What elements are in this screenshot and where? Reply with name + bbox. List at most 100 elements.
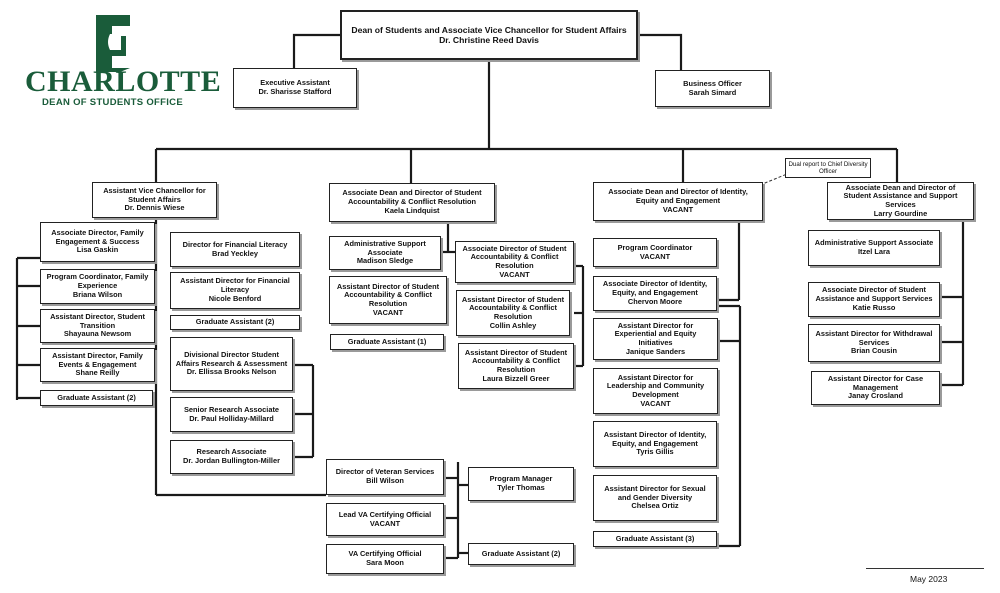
box-name: VACANT xyxy=(372,307,404,317)
program-coordinator-iee-box: Program Coordinator VACANT xyxy=(593,238,717,267)
dual-report-note: Dual report to Chief Diversity Officer xyxy=(785,158,871,178)
asst-dir-sacr-laura-box: Assistant Director of Student Accountabi… xyxy=(458,343,574,389)
box-title: Assistant Director for Withdrawal Servic… xyxy=(815,328,933,347)
financial-literacy-director-box: Director for Financial Literacy Brad Yec… xyxy=(170,232,300,267)
box-title: Assistant Director for Experiential and … xyxy=(614,320,697,347)
research-associate-box: Research Associate Dr. Jordan Bullington… xyxy=(170,440,293,474)
box-name: Brian Cousin xyxy=(851,346,897,356)
box-name: Itzel Lara xyxy=(857,247,891,256)
box-name: Larry Gourdine xyxy=(873,208,928,218)
graduate-assistant-sacr-box: Graduate Assistant (1) xyxy=(330,334,444,350)
box-title: Associate Dean and Director of Student A… xyxy=(342,188,482,207)
lead-va-box: Lead VA Certifying Official VACANT xyxy=(326,503,444,536)
date-rule xyxy=(866,568,984,569)
box-name: Dr. Dennis Wiese xyxy=(124,203,185,213)
box-title: Assistant Director of Student Accountabi… xyxy=(336,281,440,308)
asst-dir-experiential-box: Assistant Director for Experiential and … xyxy=(593,318,718,360)
financial-literacy-assistant-box: Assistant Director for Financial Literac… xyxy=(170,272,300,309)
asst-dir-sacr-vacant-box: Assistant Director of Student Accountabi… xyxy=(329,276,447,324)
box-title: Divisional Director Student Affairs Rese… xyxy=(175,349,288,368)
box-title: Associate Dean and Director of Identity,… xyxy=(608,187,748,206)
box-name: Collin Ashley xyxy=(489,320,537,330)
box-name: Shayauna Newsom xyxy=(63,329,132,339)
box-title: Associate Dean and Director of Student A… xyxy=(843,182,958,209)
box-name: VACANT xyxy=(662,204,694,214)
box-name: VACANT xyxy=(640,398,671,408)
box-name: VACANT xyxy=(499,269,530,279)
box-name: Janique Sanders xyxy=(625,346,686,356)
box-name: Shane Reilly xyxy=(75,368,120,378)
box-name: Sara Moon xyxy=(366,558,404,567)
box-title: VA Certifying Official xyxy=(348,549,422,559)
charlotte-logo xyxy=(22,12,202,108)
logo-subtitle: DEAN OF STUDENTS OFFICE xyxy=(42,97,183,108)
box-name: Chervon Moore xyxy=(627,296,683,306)
box-title: Program Manager xyxy=(489,474,553,484)
box-title: Associate Director of Student Assistance… xyxy=(815,285,933,304)
chart-date: May 2023 xyxy=(910,574,948,584)
box-name: Brad Yeckley xyxy=(212,248,258,258)
box-title: Graduate Assistant (3) xyxy=(615,533,695,543)
box-name: Madison Sledge xyxy=(356,256,414,266)
box-title: Administrative Support Associate xyxy=(814,238,934,248)
va-official-box: VA Certifying Official Sara Moon xyxy=(326,544,444,574)
crown-c-icon xyxy=(96,15,130,72)
box-title: Assistant Director for Financial Literac… xyxy=(180,276,290,295)
box-name: Janay Crosland xyxy=(847,391,904,401)
dean-box: Dean of Students and Associate Vice Chan… xyxy=(340,10,638,60)
box-title: Assistant Director, Family Events & Enga… xyxy=(52,350,143,369)
box-name: VACANT xyxy=(369,518,401,528)
box-name: Dr. Jordan Bullington-Miller xyxy=(183,456,280,465)
box-title: Graduate Assistant (1) xyxy=(347,336,427,346)
program-manager-box: Program Manager Tyler Thomas xyxy=(468,467,574,501)
graduate-assistant-fin-box: Graduate Assistant (2) xyxy=(170,315,300,330)
box-title: Administrative Support Associate xyxy=(344,238,426,257)
student-transition-box: Assistant Director, Student Transition S… xyxy=(40,309,155,343)
box-title: Assistant Director of Student Accountabi… xyxy=(464,347,568,374)
asst-dir-sacr-collin-box: Assistant Director of Student Accountabi… xyxy=(456,290,570,336)
assoc-dean-sass-box: Associate Dean and Director of Student A… xyxy=(827,182,974,220)
program-coordinator-family-box: Program Coordinator, Family Experience B… xyxy=(40,269,155,304)
box-title: Graduate Assistant (2) xyxy=(481,548,561,558)
box-title: Assistant Director of Student Accountabi… xyxy=(461,294,565,321)
business-officer-box: Business Officer Sarah Simard xyxy=(655,70,770,107)
asst-dir-case-box: Assistant Director for Case Management J… xyxy=(811,371,940,405)
graduate-assistant-vet-box: Graduate Assistant (2) xyxy=(468,543,574,565)
assoc-dir-sacr-box: Associate Director of Student Accountabi… xyxy=(455,241,574,283)
box-title: Program Coordinator xyxy=(617,242,693,252)
box-title: Program Coordinator, Family Experience xyxy=(46,272,149,291)
box-name: Nicole Benford xyxy=(208,293,262,303)
avc-box: Assistant Vice Chancellor for Student Af… xyxy=(92,182,217,218)
assoc-dean-iee-box: Associate Dean and Director of Identity,… xyxy=(593,182,763,221)
asst-dir-withdrawal-box: Assistant Director for Withdrawal Servic… xyxy=(808,324,940,362)
box-title: Assistant Director, Student Transition xyxy=(50,311,145,330)
family-engagement-box: Associate Director, Family Engagement & … xyxy=(40,222,155,262)
box-title: Business Officer xyxy=(683,78,742,88)
box-name: Lisa Gaskin xyxy=(76,245,119,255)
box-name: Tyler Thomas xyxy=(497,483,545,492)
admin-support-sass-box: Administrative Support Associate Itzel L… xyxy=(808,230,940,266)
box-title: Graduate Assistant (2) xyxy=(195,317,275,327)
box-name: Tyris Gillis xyxy=(636,447,674,457)
asst-dir-sexual-gender-box: Assistant Director for Sexual and Gender… xyxy=(593,475,717,521)
logo-wordmark: CHARLOTTE xyxy=(25,65,222,98)
box-title: Assistant Vice Chancellor for Student Af… xyxy=(103,185,206,204)
admin-support-sacr-box: Administrative Support Associate Madison… xyxy=(329,236,441,270)
box-title: Graduate Assistant (2) xyxy=(57,392,136,402)
assoc-dir-iee-box: Associate Director of Identity, Equity, … xyxy=(593,276,717,311)
box-title: Dean of Students and Associate Vice Chan… xyxy=(351,24,627,35)
box-title: Senior Research Associate xyxy=(183,404,280,414)
assoc-dean-sacr-box: Associate Dean and Director of Student A… xyxy=(329,183,495,222)
exec-assistant-box: Executive Assistant Dr. Sharisse Staffor… xyxy=(233,68,357,108)
box-title: Assistant Director for Sexual and Gender… xyxy=(604,483,706,502)
research-director-box: Divisional Director Student Affairs Rese… xyxy=(170,337,293,391)
asst-dir-leadership-box: Assistant Director for Leadership and Co… xyxy=(593,368,718,414)
box-title: Director of Veteran Services xyxy=(335,467,435,477)
box-title: Research Associate xyxy=(196,447,267,457)
asst-dir-iee-box: Assistant Director of Identity, Equity, … xyxy=(593,421,717,467)
box-title: Associate Director of Identity, Equity, … xyxy=(602,279,708,298)
box-name: Laura Bizzell Greer xyxy=(482,373,550,383)
graduate-assistant-left-box: Graduate Assistant (2) xyxy=(40,390,153,406)
box-title: Executive Assistant xyxy=(260,78,330,88)
box-title: Associate Director, Family Engagement & … xyxy=(51,227,144,246)
